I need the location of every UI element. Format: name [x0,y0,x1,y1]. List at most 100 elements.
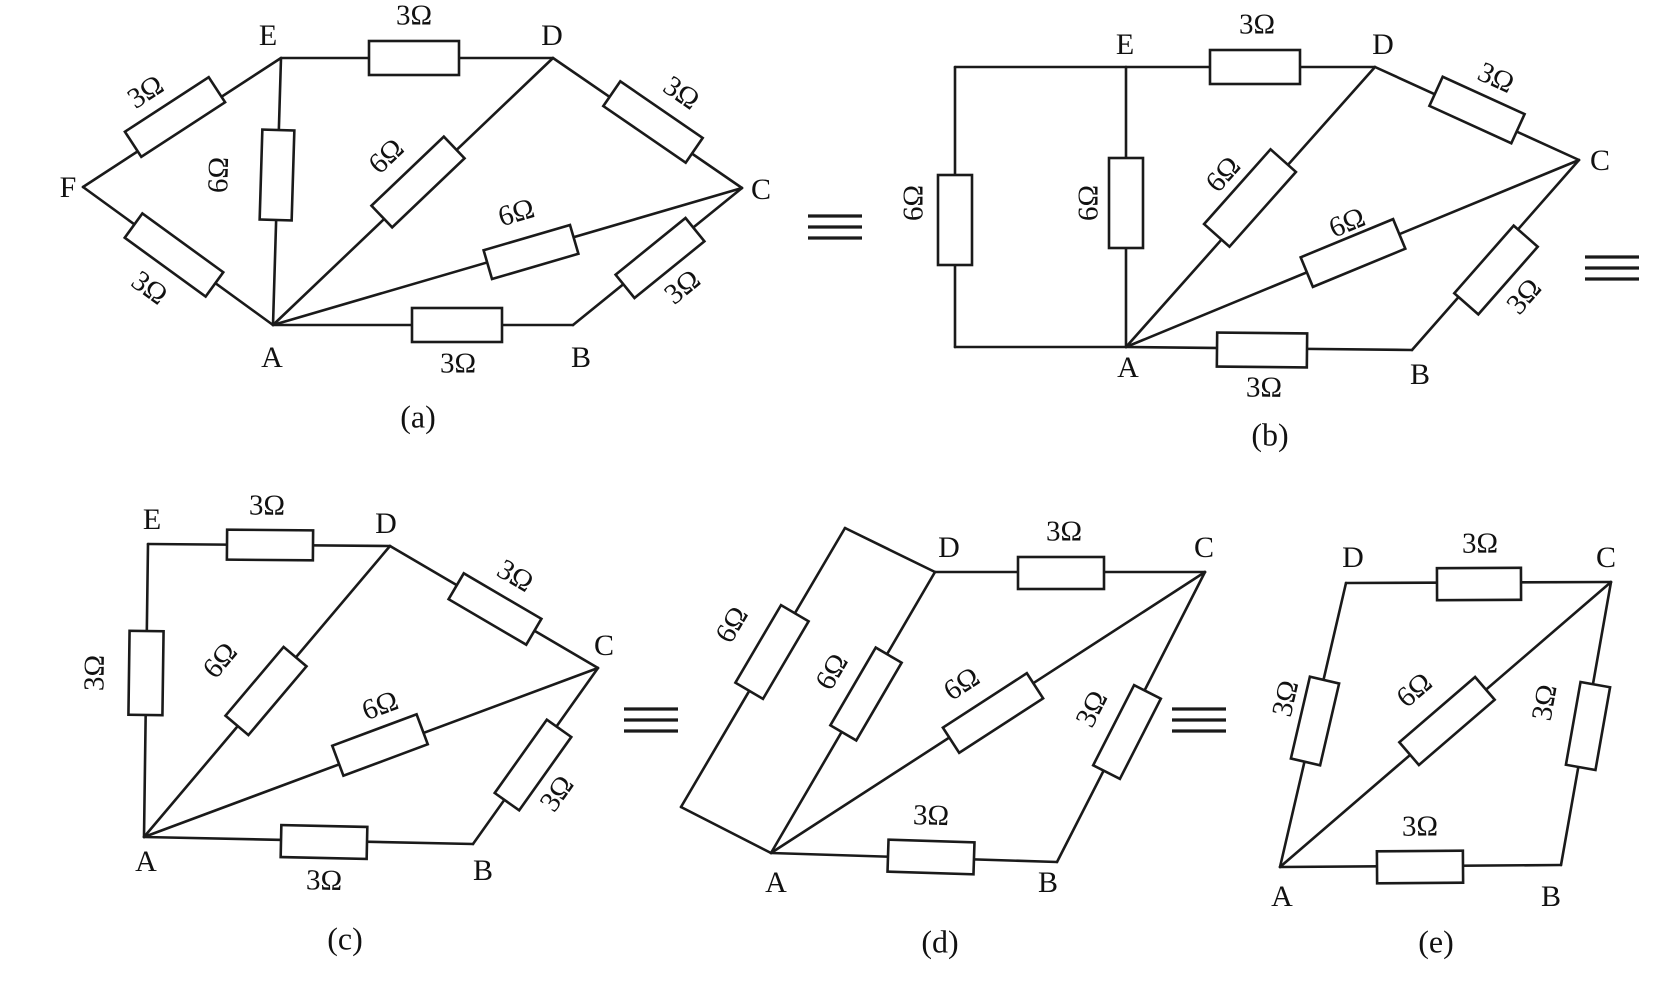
node-label-a: A [765,866,787,899]
resistor-value-label: 3Ω [249,490,285,522]
resistor-D-C [601,79,705,165]
node-label-c: C [1194,531,1214,564]
resistor-value-label: 3Ω [1246,371,1282,403]
resistor-F-E [123,75,227,159]
resistor-D-C [1435,566,1523,602]
panel-caption: (b) [1251,416,1288,452]
resistor-B-C [1091,683,1163,781]
resistor-A-B [1215,331,1309,369]
resistor-A-D [369,134,467,230]
resistor-A-D [1202,147,1298,249]
node-label-d: D [541,19,563,52]
resistor-value-label: 6Ω [196,636,244,684]
resistor-value-label: 3Ω [1462,528,1498,560]
equivalence-symbol [1172,707,1226,733]
node-label-b: B [1541,880,1561,913]
resistor-A-D [828,645,904,743]
wires-layer [81,56,1613,869]
resistor-value-label: 3Ω [1526,682,1564,723]
equivalence-layer [624,214,1639,733]
node-label-d: D [375,507,397,540]
resistor-value-label: 3Ω [78,655,110,691]
resistor-value-label: 3Ω [396,0,432,32]
resistor-value-label: 3Ω [1402,811,1438,843]
resistor-B-C [1452,223,1540,317]
node-label-b: B [571,341,591,374]
node-label-e: E [259,19,277,52]
resistor-value-label: 3Ω [1069,686,1114,733]
node-label-d: D [1372,28,1394,61]
node-label-b: B [473,854,493,887]
node-label-c: C [1590,144,1610,177]
resistor-A-C [481,223,581,281]
resistor-A-C [941,671,1045,755]
resistor-A-C [330,712,430,778]
resistor-value-label: 6Ω [709,601,755,648]
resistor-value-label: 3Ω [1266,677,1305,719]
resistor-E-A [1107,156,1145,250]
panel-caption: (a) [400,398,436,434]
resistor-value-label: 6Ω [809,648,855,695]
resistors-layer [122,39,1612,885]
resistor-E-D [367,39,461,77]
resistor-E-A [127,629,165,717]
resistor-value-label: 3Ω [492,553,539,599]
resistor-A-C [1397,675,1497,767]
node-label-c: C [1596,541,1616,574]
resistor-value-label: 6Ω [1073,185,1105,221]
panel-caption: (e) [1418,923,1454,959]
resistor-D-C [1427,75,1527,145]
resistor-value-label: 6Ω [495,192,539,233]
resistor-value-label: 6Ω [362,132,410,180]
resistor-value-label: 6Ω [938,661,986,707]
resistor-E-D [1208,48,1302,86]
node-label-a: A [261,341,283,374]
resistor-value-label: 3Ω [306,864,343,897]
node-label-b: B [1410,358,1430,391]
resistor-E-D [225,528,315,562]
resistor-value-label: 6Ω [1390,666,1438,714]
resistor-value-label: 3Ω [1046,516,1082,548]
equivalence-symbol [624,707,678,733]
node-label-c: C [594,629,614,662]
node-label-a: A [135,845,157,878]
resistor-E-A [936,173,974,267]
resistor-F-A [122,211,226,299]
resistor-value-label: 3Ω [657,70,705,117]
resistor-A-B [279,823,369,861]
resistor-D-C [446,571,544,647]
resistor-value-label: 3Ω [440,348,476,380]
node-label-a: A [1271,880,1293,913]
resistor-B-C [1564,680,1612,772]
resistor-A-B [886,838,976,876]
resistor-A-B [410,306,504,344]
node-label-c: C [751,173,771,206]
resistor-value-label: 6Ω [898,185,930,221]
resistor-value-label: 3Ω [913,799,950,832]
node-label-e: E [1116,28,1134,61]
equivalence-symbol [1585,255,1639,281]
wire-segment [843,526,937,574]
node-label-b: B [1038,866,1058,899]
panel-caption: (c) [327,920,363,956]
resistor-value-label: 3Ω [1239,9,1275,41]
resistor-B-C [492,717,574,813]
node-label-f: F [60,171,77,204]
resistor-B-C [613,216,707,300]
node-label-d: D [938,531,960,564]
resistor-A-D [733,603,811,701]
resistor-A-B [1375,849,1465,885]
panel-caption: (d) [921,923,958,959]
resistor-A-D [1289,675,1341,767]
wire-segment [679,805,773,855]
resistor-E-A [258,128,296,222]
equivalence-symbol [808,214,862,240]
resistor-value-label: 6Ω [202,156,235,193]
resistor-D-C [1016,555,1106,591]
resistor-value-label: 3Ω [125,265,173,312]
node-label-d: D [1342,541,1364,574]
node-label-e: E [143,503,161,536]
resistor-A-C [1298,217,1408,289]
resistor-A-D [223,645,309,737]
